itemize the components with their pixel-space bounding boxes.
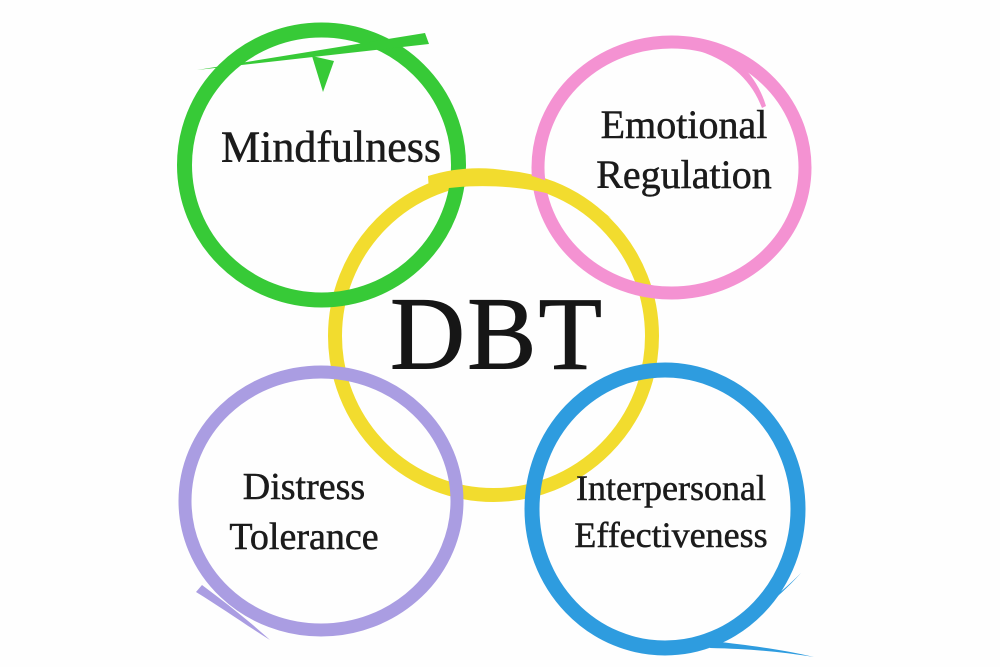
mindfulness-label: Mindfulness — [221, 122, 442, 172]
emotional-regulation-label-line2: Regulation — [596, 152, 772, 198]
emotional-regulation-ring-brush-flick — [699, 43, 766, 108]
distress-tolerance-label: Distress Tolerance — [229, 462, 379, 562]
interpersonal-effectiveness-ring-brush-hairline — [710, 641, 814, 657]
distress-tolerance-ring — [178, 365, 464, 637]
mindfulness-ring — [177, 22, 466, 308]
mindfulness-ring-brush-flick — [197, 33, 429, 70]
emotional-regulation-ring — [531, 35, 812, 300]
interpersonal-effectiveness-label-line1: Interpersonal — [576, 468, 766, 509]
dbt-ring-brush-tail — [428, 168, 611, 218]
mindfulness-ring-brush-start — [312, 56, 334, 92]
interpersonal-effectiveness-label: Interpersonal Effectiveness — [574, 465, 768, 559]
interpersonal-effectiveness-label-line2: Effectiveness — [574, 515, 768, 556]
emotional-regulation-label-line1: Emotional — [600, 102, 768, 148]
dbt-center-label: DBT — [390, 276, 604, 392]
interpersonal-effectiveness-ring-brush-flick — [700, 573, 801, 644]
interpersonal-effectiveness-ring — [524, 362, 806, 656]
distress-tolerance-ring-brush-flick — [196, 585, 270, 640]
distress-tolerance-label-line2: Tolerance — [229, 516, 379, 559]
emotional-regulation-label: Emotional Regulation — [596, 100, 772, 200]
distress-tolerance-label-line1: Distress — [242, 466, 366, 509]
